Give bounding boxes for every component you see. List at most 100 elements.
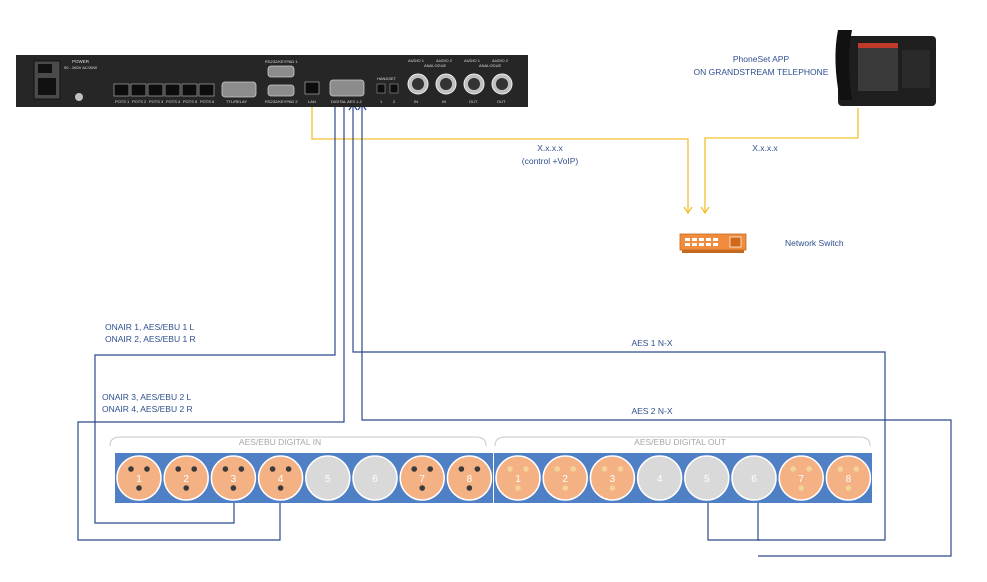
in-xlr-3[interactable]: 3 (210, 455, 257, 501)
in-group-title: AES/EBU DIGITAL IN (239, 437, 321, 447)
in-xlr-8[interactable]: 8 (446, 455, 493, 501)
onair12-label-line1: ONAIR 1, AES/EBU 1 L (105, 322, 195, 332)
out-xlr-6[interactable]: 6 (731, 455, 777, 501)
pots-port-2[interactable] (130, 83, 147, 97)
onair12-cable (94, 103, 336, 524)
phone-model-label: ON GRANDSTREAM TELEPHONE (694, 67, 829, 77)
out-xlr-body-7 (778, 455, 824, 501)
in-xlr-pin (277, 485, 284, 491)
ttl-relay-connector[interactable] (221, 81, 257, 98)
out-xlr-pin (853, 466, 860, 472)
ip-label-phone: X.x.x.x (752, 143, 778, 153)
out-xlr-pin (507, 466, 513, 472)
out-xlr-number-6: 6 (751, 474, 757, 485)
out-xlr-number-3: 3 (610, 474, 616, 485)
pots-label-2: POTS 2 (132, 99, 147, 104)
pots-port-1[interactable] (113, 83, 130, 97)
iec-inlet[interactable] (38, 78, 56, 95)
digital-aes-connector[interactable] (329, 79, 365, 97)
in-xlr-5[interactable]: 5 (305, 455, 351, 501)
in-xlr-pin (230, 485, 237, 491)
network-switch-label: Network Switch (785, 238, 844, 248)
pots-port-6[interactable] (198, 83, 215, 97)
aes2-cable-drop (707, 503, 760, 541)
out-xlr-8[interactable]: 8 (825, 455, 872, 501)
aes-cables (77, 102, 952, 557)
in-xlr-1[interactable]: 1 (116, 455, 162, 501)
pots-ports: POTS 1 POTS 2 POTS 3 POTS 4 POTS 5 POTS … (113, 83, 215, 104)
switch-base (682, 250, 744, 253)
in-xlr-number-4: 4 (278, 474, 284, 485)
pots-label-4: POTS 4 (166, 99, 181, 104)
in-xlr-4[interactable]: 4 (257, 455, 304, 501)
keypad2-connector[interactable] (267, 84, 295, 97)
in-xlr-pin (222, 466, 229, 472)
in-group-bracket (109, 436, 487, 447)
aes-patch-panel: AES/EBU DIGITAL IN AES/EBU DIGITAL OUT 1… (109, 436, 872, 503)
grandstream-phone: PhoneSet APP ON GRANDSTREAM TELEPHONE (694, 30, 936, 106)
out-xlr-4[interactable]: 4 (636, 455, 683, 501)
out-xlr-pin (617, 466, 624, 472)
in-xlr-body-4 (257, 455, 304, 501)
out-group-title: AES/EBU DIGITAL OUT (634, 437, 726, 447)
handset-port-label-1: 1 (380, 99, 383, 104)
lan-port[interactable] (304, 81, 320, 95)
in-xlr-2[interactable]: 2 (163, 455, 209, 501)
keypad1-connector[interactable] (267, 65, 295, 78)
aes1-cable (352, 103, 886, 541)
in-xlr-pin (419, 485, 426, 491)
onair12-label-line2: ONAIR 2, AES/EBU 1 R (105, 334, 196, 344)
onair34-label-line2: ONAIR 4, AES/EBU 2 R (102, 404, 193, 414)
in-xlr-pin (466, 485, 473, 491)
out-xlr-pin (790, 466, 796, 472)
phone-cable-arrow (700, 206, 710, 215)
in-xlr-pin (458, 466, 465, 472)
audio-port-label-2: IN (442, 99, 446, 104)
xlr-audio2-in-core (440, 78, 452, 90)
pots-port-3[interactable] (147, 83, 164, 97)
in-xlr-pin (183, 485, 189, 491)
out-xlr-number-1: 1 (515, 474, 521, 485)
in-xlr-7[interactable]: 7 (399, 455, 445, 501)
handset-port-2[interactable] (389, 83, 399, 94)
switch-ports-icon (685, 238, 718, 246)
pots-port-5[interactable] (181, 83, 198, 97)
in-xlr-pin (144, 466, 150, 472)
lan-cable-arrow (683, 206, 693, 215)
out-xlr-body-5 (684, 455, 730, 501)
in-xlr-pin (411, 466, 418, 472)
pots-port-4[interactable] (164, 83, 181, 97)
out-xlr-pin (523, 466, 529, 472)
keypad1-label: RS232/KEYPAD 1 (265, 59, 298, 64)
analogue-out-label: ANALOGUE (479, 63, 502, 68)
in-xlr-number-6: 6 (372, 474, 378, 485)
out-xlr-2[interactable]: 2 (542, 455, 588, 501)
phone-screen-header (858, 43, 898, 48)
audio-port-label-4: OUT (497, 99, 506, 104)
out-xlr-pin (515, 485, 521, 491)
onair34-label-line1: ONAIR 3, AES/EBU 2 L (102, 392, 192, 402)
keypad2-label: RS232/KEYPAD 2 (265, 99, 298, 104)
phone-handset (835, 30, 852, 100)
out-xlr-body-1 (495, 455, 541, 501)
out-xlr-body-3 (589, 455, 636, 501)
handset-port-1[interactable] (376, 83, 386, 94)
out-xlr-5[interactable]: 5 (684, 455, 730, 501)
power-switch[interactable] (38, 64, 52, 73)
in-xlr-body-7 (399, 455, 445, 501)
in-xlr-number-2: 2 (183, 474, 189, 485)
in-xlr-number-5: 5 (325, 474, 331, 485)
phone-screen (858, 43, 898, 91)
in-xlr-number-1: 1 (136, 474, 142, 485)
audio-header-1: AUDIO 1 (408, 58, 425, 63)
in-xlr-body-6 (352, 455, 398, 501)
power-spec-label: 90 - 260V AC/30W (64, 65, 97, 70)
out-xlr-7[interactable]: 7 (778, 455, 824, 501)
in-xlr-pin (238, 466, 245, 472)
out-xlr-3[interactable]: 3 (589, 455, 636, 501)
out-xlr-1[interactable]: 1 (495, 455, 541, 501)
out-xlr-pin (601, 466, 608, 472)
in-xlr-6[interactable]: 6 (352, 455, 398, 501)
audio-port-label-3: OUT (469, 99, 478, 104)
